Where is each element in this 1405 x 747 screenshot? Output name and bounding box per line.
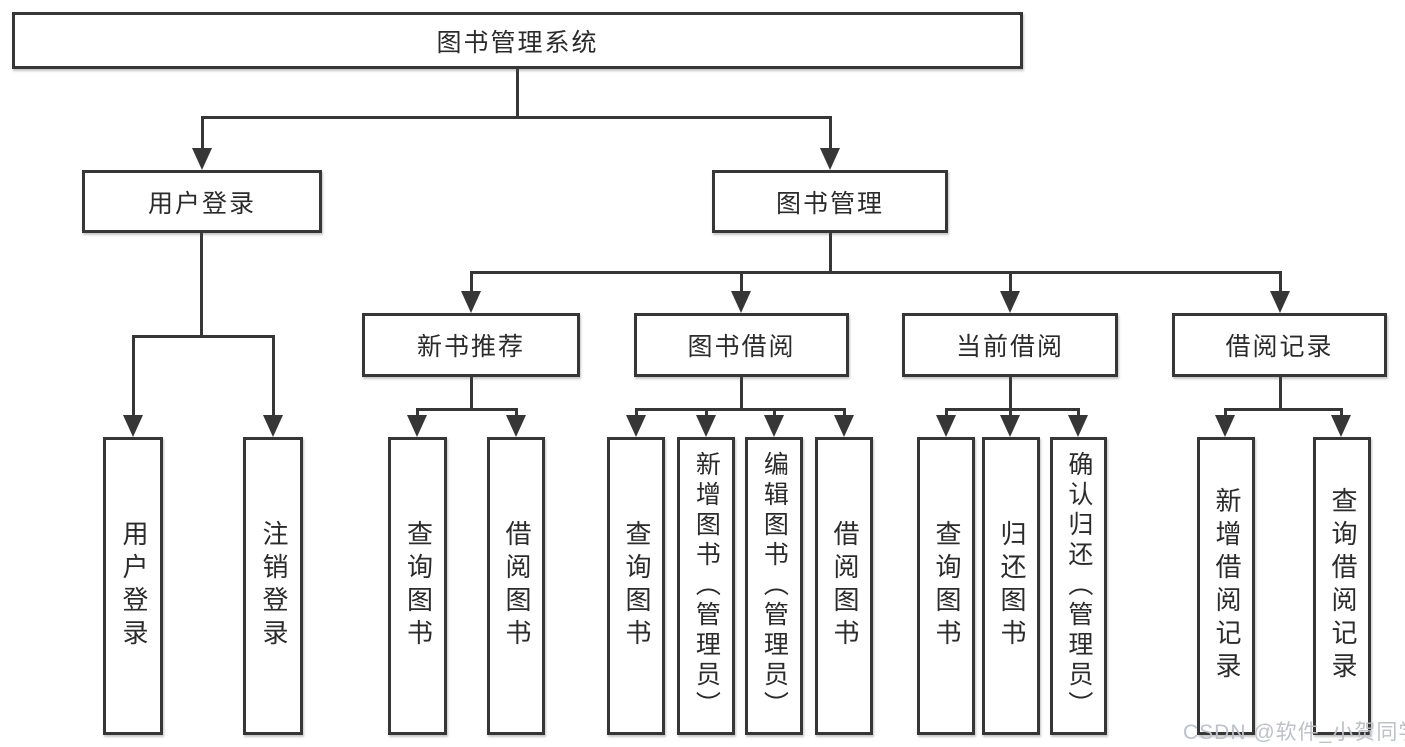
arrow-down-icon bbox=[192, 148, 212, 170]
connector-line bbox=[132, 335, 135, 415]
node-label: 确认归还（管理员） bbox=[1064, 451, 1093, 721]
node-user-login: 用户登录 bbox=[82, 170, 322, 233]
connector-line bbox=[705, 408, 708, 417]
leaf-edit-book-admin: 编辑图书（管理员） bbox=[745, 437, 803, 735]
arrow-down-icon bbox=[123, 415, 143, 437]
node-new-book-recommendation: 新书推荐 bbox=[362, 313, 580, 377]
arrow-down-icon bbox=[731, 291, 751, 313]
node-label: 新增图书（管理员） bbox=[692, 451, 721, 721]
connector-line bbox=[516, 69, 519, 116]
node-book-management: 图书管理 bbox=[712, 170, 948, 233]
connector-line bbox=[416, 408, 518, 411]
connector-line bbox=[515, 408, 518, 417]
connector-line bbox=[1009, 408, 1012, 417]
node-current-borrowing: 当前借阅 bbox=[902, 313, 1118, 377]
arrow-down-icon bbox=[1000, 415, 1020, 437]
node-root-system: 图书管理系统 bbox=[12, 12, 1023, 69]
connector-line bbox=[945, 408, 1080, 411]
arrow-down-icon bbox=[1331, 415, 1351, 437]
node-label: 借阅图书 bbox=[501, 520, 532, 652]
node-label: 新书推荐 bbox=[416, 333, 525, 361]
node-book-borrowing: 图书借阅 bbox=[634, 313, 849, 377]
node-label: 查询图书 bbox=[621, 520, 652, 652]
arrow-down-icon bbox=[1068, 415, 1088, 437]
arrow-down-icon bbox=[506, 415, 526, 437]
arrow-down-icon bbox=[407, 415, 427, 437]
connector-line bbox=[635, 408, 638, 417]
node-label: 借阅记录 bbox=[1225, 333, 1334, 361]
leaf-logout: 注销登录 bbox=[243, 437, 303, 735]
connector-line bbox=[1009, 377, 1012, 408]
leaf-query-books-recommend: 查询图书 bbox=[388, 437, 447, 735]
node-label: 查询借阅记录 bbox=[1327, 487, 1358, 685]
node-label: 图书管理 bbox=[775, 189, 884, 218]
connector-line bbox=[272, 335, 275, 415]
connector-line bbox=[1340, 408, 1343, 417]
connector-line bbox=[773, 408, 776, 417]
connector-line bbox=[945, 408, 948, 417]
leaf-borrow-books-recommend: 借阅图书 bbox=[487, 437, 545, 735]
connector-line bbox=[829, 233, 832, 271]
arrow-down-icon bbox=[1270, 291, 1290, 313]
node-label: 图书管理系统 bbox=[436, 28, 599, 57]
connector-line bbox=[200, 233, 203, 335]
node-label: 查询图书 bbox=[403, 520, 434, 652]
connector-line bbox=[470, 377, 473, 408]
connector-line bbox=[740, 377, 743, 408]
arrow-down-icon bbox=[834, 415, 854, 437]
connector-line bbox=[829, 116, 832, 148]
leaf-add-borrow-record: 新增借阅记录 bbox=[1197, 437, 1255, 735]
arrow-down-icon bbox=[696, 415, 716, 437]
connector-line bbox=[201, 116, 204, 148]
leaf-query-borrow-record: 查询借阅记录 bbox=[1313, 437, 1371, 735]
connector-line bbox=[470, 271, 473, 291]
arrow-down-icon bbox=[820, 148, 840, 170]
node-label: 图书借阅 bbox=[687, 333, 796, 361]
leaf-confirm-return-admin: 确认归还（管理员） bbox=[1050, 437, 1107, 735]
connector-line bbox=[740, 271, 743, 291]
connector-line bbox=[470, 271, 1282, 274]
leaf-user-login: 用户登录 bbox=[103, 437, 163, 735]
arrow-down-icon bbox=[1215, 415, 1235, 437]
leaf-query-books-borrow: 查询图书 bbox=[607, 437, 665, 735]
node-label: 编辑图书（管理员） bbox=[760, 451, 789, 721]
arrow-down-icon bbox=[936, 415, 956, 437]
leaf-borrow-books-borrow: 借阅图书 bbox=[815, 437, 873, 735]
connector-line bbox=[1224, 408, 1343, 411]
arrow-down-icon bbox=[764, 415, 784, 437]
node-label: 新增借阅记录 bbox=[1211, 487, 1242, 685]
leaf-return-book: 归还图书 bbox=[982, 437, 1040, 735]
arrow-down-icon bbox=[263, 415, 283, 437]
connector-line bbox=[635, 408, 846, 411]
connector-line bbox=[1009, 271, 1012, 291]
leaf-query-books-current: 查询图书 bbox=[917, 437, 975, 735]
csdn-watermark: CSDN @软件_小贺同学 bbox=[1183, 721, 1405, 744]
node-label: 当前借阅 bbox=[955, 333, 1064, 361]
node-label: 用户登录 bbox=[118, 520, 149, 652]
node-borrowing-records: 借阅记录 bbox=[1172, 313, 1387, 377]
connector-line bbox=[843, 408, 846, 417]
node-label: 用户登录 bbox=[147, 189, 256, 218]
arrow-down-icon bbox=[461, 291, 481, 313]
node-label: 借阅图书 bbox=[829, 520, 860, 652]
arrow-down-icon bbox=[1000, 291, 1020, 313]
node-label: 归还图书 bbox=[996, 520, 1027, 652]
connector-line bbox=[201, 116, 831, 119]
connector-line bbox=[1077, 408, 1080, 417]
node-label: 注销登录 bbox=[258, 520, 289, 652]
arrow-down-icon bbox=[626, 415, 646, 437]
connector-line bbox=[1279, 271, 1282, 291]
node-label: 查询图书 bbox=[931, 520, 962, 652]
connector-line bbox=[1224, 408, 1227, 417]
leaf-add-book-admin: 新增图书（管理员） bbox=[677, 437, 735, 735]
connector-line bbox=[132, 335, 275, 338]
connector-line bbox=[416, 408, 419, 417]
connector-line bbox=[1279, 377, 1282, 408]
